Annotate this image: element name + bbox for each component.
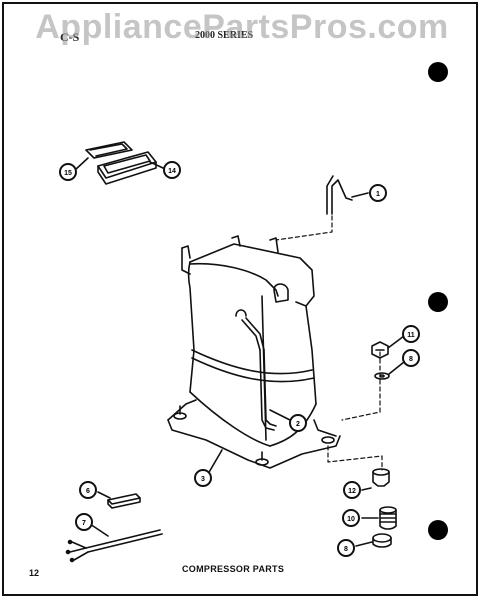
base-grommet-part (372, 533, 392, 548)
svg-text:15: 15 (64, 170, 72, 177)
callout-15: 15 (59, 163, 77, 181)
assembly-guide-lines (275, 215, 383, 471)
callout-11: 11 (402, 325, 420, 343)
binder-hole-bottom (428, 520, 448, 540)
callout-9: 8 (402, 349, 420, 367)
callout-6: 6 (79, 481, 97, 499)
svg-text:8: 8 (409, 356, 413, 363)
svg-text:1: 1 (376, 191, 380, 198)
svg-text:7: 7 (82, 520, 86, 527)
svg-text:10: 10 (347, 516, 355, 523)
binder-hole-top (428, 62, 448, 82)
svg-text:14: 14 (168, 168, 176, 175)
terminal-block-part (107, 493, 141, 509)
callout-12: 12 (343, 481, 361, 499)
model-label: C-S (60, 30, 80, 44)
discharge-tube-part (326, 175, 353, 215)
svg-text:3: 3 (201, 476, 205, 483)
diagram-caption: COMPRESSOR PARTS (182, 564, 285, 574)
page-border (2, 2, 478, 596)
callout-8: 8 (337, 539, 355, 557)
svg-text:2: 2 (296, 421, 300, 428)
washer-part (374, 372, 390, 380)
grommet-part (379, 506, 397, 530)
callout-2: 2 (289, 414, 307, 432)
wire-harness-part (65, 529, 163, 563)
svg-text:12: 12 (348, 488, 356, 495)
svg-text:11: 11 (407, 332, 415, 339)
page-number: 12 (29, 568, 40, 578)
svg-text:8: 8 (344, 546, 348, 553)
compressor-body (167, 235, 341, 469)
callout-bubbles: 1 15 14 2 3 11 (59, 161, 420, 557)
callout-10: 10 (342, 509, 360, 527)
mounting-bracket-part (97, 151, 157, 185)
callout-3: 3 (194, 469, 212, 487)
binder-hole-middle (428, 292, 448, 312)
nut-part (371, 341, 389, 359)
callout-7: 7 (75, 513, 93, 531)
series-label: 2000 SERIES (195, 30, 254, 41)
callout-14: 14 (163, 161, 181, 179)
gasket-part (85, 141, 133, 159)
svg-text:6: 6 (86, 488, 90, 495)
callout-1: 1 (369, 184, 387, 202)
sleeve-part (372, 468, 390, 487)
